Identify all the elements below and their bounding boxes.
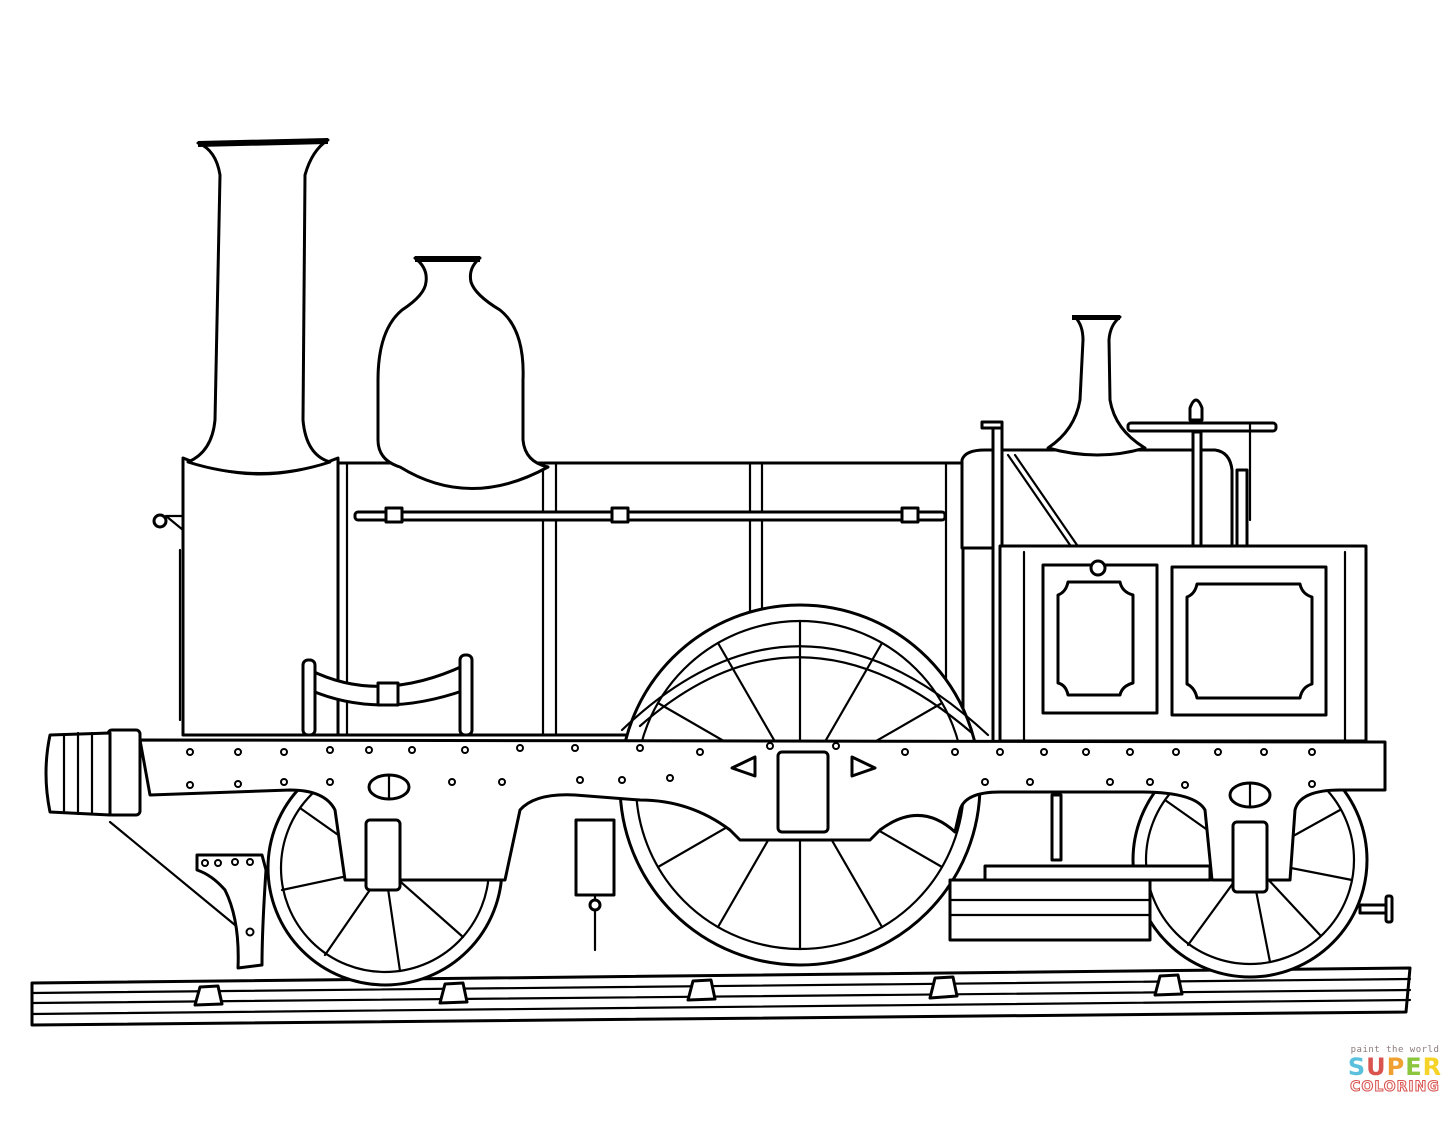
steam-dome — [376, 256, 550, 490]
safety-valve — [1046, 315, 1147, 457]
watermark-tagline: paint the world — [1350, 1045, 1440, 1055]
watermark-super: SUPER — [1347, 1053, 1443, 1081]
firebox — [960, 315, 1278, 750]
rail-chairs — [193, 973, 1184, 1007]
frame — [138, 738, 1387, 894]
handrail — [353, 506, 947, 524]
front-buffer — [44, 728, 237, 927]
frame-rivets — [186, 742, 1316, 789]
cab — [998, 544, 1368, 743]
guard-iron — [195, 853, 268, 970]
chimney — [186, 138, 332, 475]
undergear — [574, 793, 1212, 952]
rail-track — [30, 966, 1412, 1027]
watermark-coloring: COLORING — [1350, 1079, 1440, 1096]
splasher — [620, 645, 990, 737]
super-coloring-watermark: paint the world SUPER COLORING — [1340, 1045, 1450, 1096]
